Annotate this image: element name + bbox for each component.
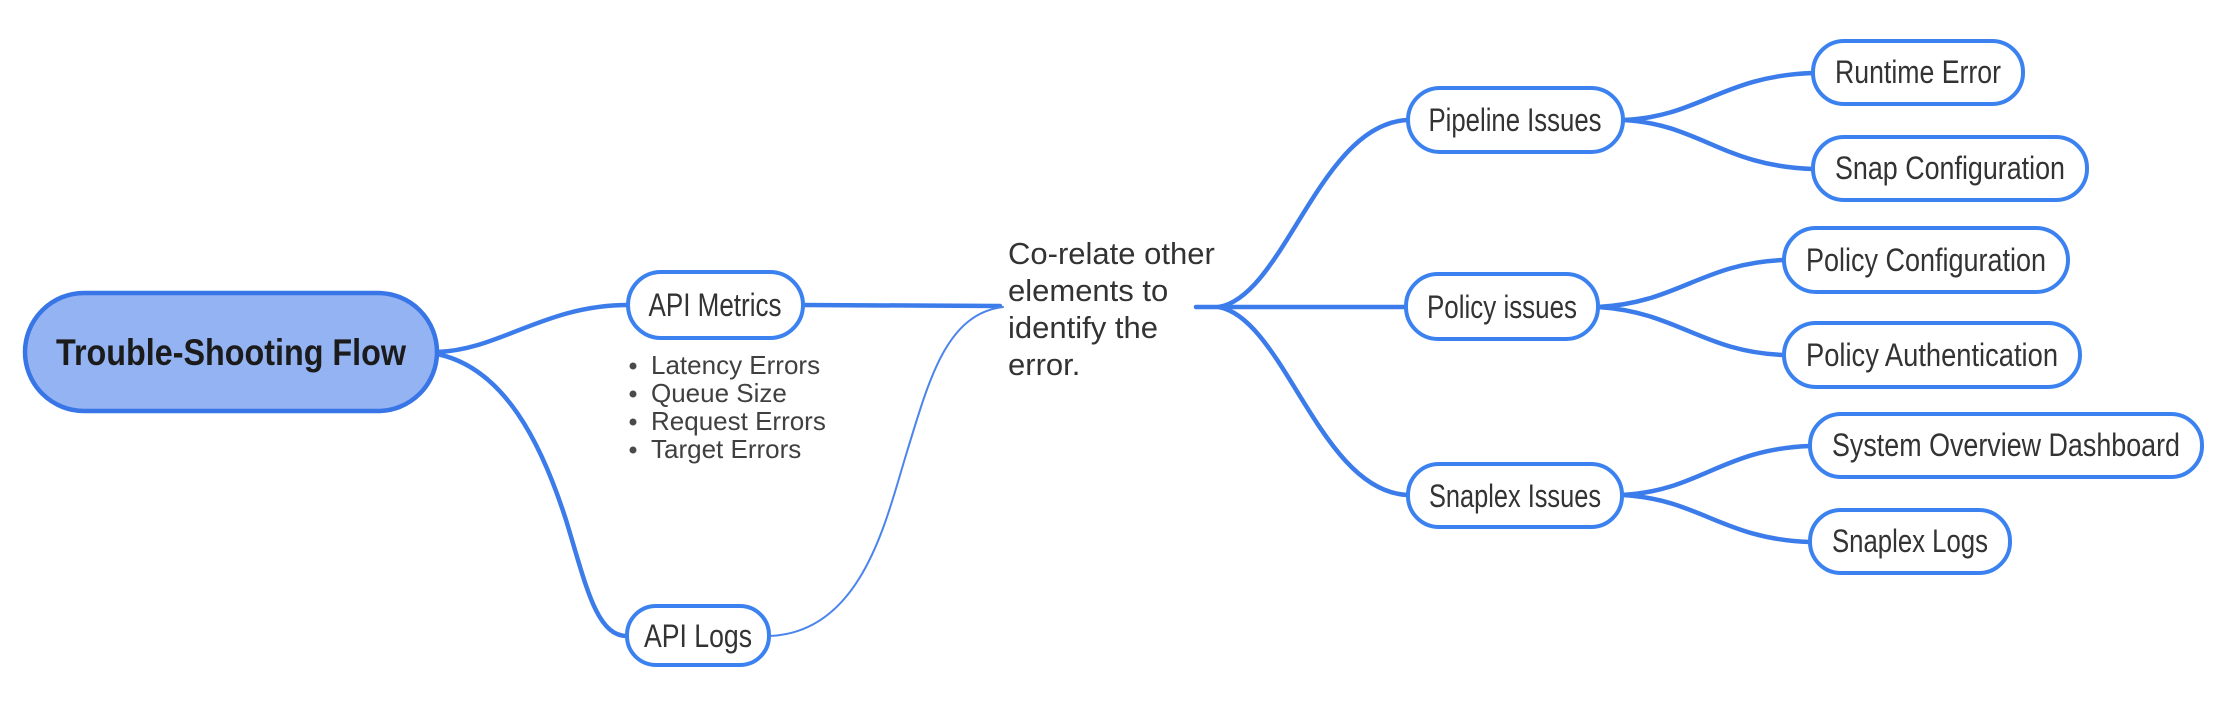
node-api-metrics[interactable]: API Metrics [626,270,805,340]
node-system-overview-dashboard-label: System Overview Dashboard [1832,427,2180,463]
edge-root-api-metrics [434,302,631,355]
node-policy-authentication-label: Policy Authentication [1806,337,2058,373]
note-line: Co-relate other [1008,236,1215,271]
bullet-item: Latency Errors [651,350,820,380]
node-pipeline-issues-label: Pipeline Issues [1429,102,1602,138]
node-runtime-error[interactable]: Runtime Error [1811,39,2025,106]
bullet-item: Request Errors [651,406,826,436]
edge-pipeline-snapconfig [1620,117,1816,172]
node-snaplex-issues[interactable]: Snaplex Issues [1406,462,1624,529]
node-policy-authentication[interactable]: Policy Authentication [1782,321,2082,389]
node-policy-issues-label: Policy issues [1427,289,1577,325]
node-system-overview-dashboard-shape[interactable] [1808,412,2204,479]
node-snap-configuration-label: Snap Configuration [1835,150,2065,186]
node-api-metrics-shape[interactable] [626,270,805,340]
node-api-logs[interactable]: API Logs [625,604,771,667]
node-api-logs-shape[interactable] [625,604,771,667]
bullet-item: Queue Size [651,378,787,408]
node-policy-issues[interactable]: Policy issues [1404,272,1600,341]
node-snaplex-logs[interactable]: Snaplex Logs [1808,508,2012,575]
bullet-dot [629,362,637,370]
edge-root-api-logs [434,351,630,639]
node-snap-configuration[interactable]: Snap Configuration [1811,135,2089,202]
bullet-dot [629,418,637,426]
node-pipeline-issues[interactable]: Pipeline Issues [1406,86,1625,154]
edge-fan-pipeline [1216,117,1411,310]
node-root-label: Trouble-Shooting Flow [56,332,406,373]
node-policy-authentication-shape[interactable] [1782,321,2082,389]
node-root-shape[interactable] [22,290,440,414]
node-system-overview-dashboard[interactable]: System Overview Dashboard [1808,412,2204,479]
edges [434,70,1816,639]
edge-api-metrics-note [800,302,1003,309]
edge-snaplex-logs [1619,492,1813,545]
api-metrics-bullet-list: Latency Errors Queue Size Request Errors… [629,350,826,464]
note-line: identify the [1008,310,1158,345]
node-policy-configuration-shape[interactable] [1782,226,2070,294]
node-snaplex-issues-shape[interactable] [1406,462,1624,529]
node-snap-configuration-shape[interactable] [1811,135,2089,202]
bullet-dot [629,446,637,454]
node-pipeline-issues-shape[interactable] [1406,86,1625,154]
edge-snaplex-dashboard [1619,443,1813,498]
node-snaplex-logs-shape[interactable] [1808,508,2012,575]
edge-policy-authentication [1595,304,1787,358]
edge-api-logs-note [768,306,1004,637]
node-api-logs-label: API Logs [644,618,752,654]
note-correlate[interactable]: Co-relate other elements to identify the… [1008,236,1215,382]
node-policy-issues-shape[interactable] [1404,272,1600,341]
note-line: error. [1008,347,1080,382]
edge-fan-snaplex [1216,304,1411,498]
node-runtime-error-shape[interactable] [1811,39,2025,106]
bullet-item: Target Errors [651,434,801,464]
node-runtime-error-label: Runtime Error [1835,54,2001,90]
bullet-dot [629,390,637,398]
node-snaplex-logs-label: Snaplex Logs [1832,523,1988,559]
node-policy-configuration[interactable]: Policy Configuration [1782,226,2070,294]
edge-pipeline-runtime [1620,70,1816,123]
node-root[interactable]: Trouble-Shooting Flow [22,290,440,414]
node-api-metrics-label: API Metrics [649,287,782,323]
node-snaplex-issues-label: Snaplex Issues [1429,478,1601,514]
note-line: elements to [1008,273,1168,308]
node-policy-configuration-label: Policy Configuration [1806,242,2046,278]
edge-policy-configuration [1595,257,1787,310]
